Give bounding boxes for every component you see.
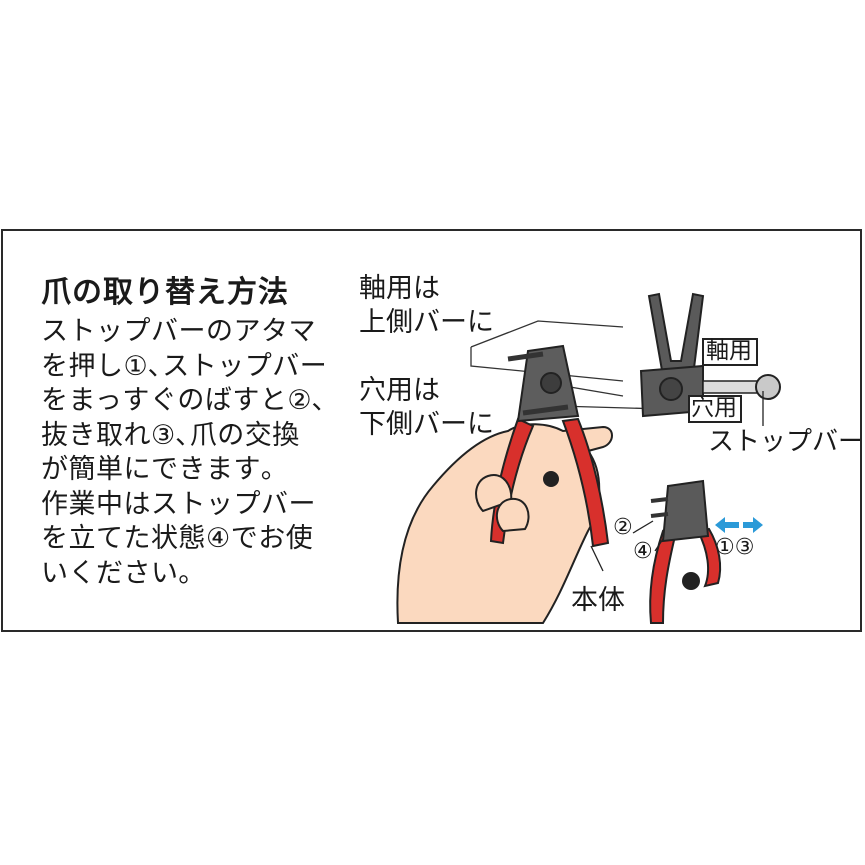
step-4-label: ④ <box>633 539 653 564</box>
instruction-line: いください｡ <box>41 557 193 589</box>
tag-shaft: 軸用 <box>706 338 752 364</box>
instruction-line: 作業中はストップバー <box>41 488 316 520</box>
label-stop-bar: ストップバー <box>708 427 862 457</box>
instruction-line: ストップバーのアタマ <box>41 316 316 347</box>
section-title: 爪の取り替え方法 <box>41 275 289 310</box>
step-2-label: ② <box>613 515 633 540</box>
direction-arrows <box>715 517 763 533</box>
label-body: 本体 <box>571 585 625 616</box>
tag-hole-box <box>688 395 742 423</box>
label-hole-2: 下側バーに <box>359 409 494 440</box>
instruction-line: を押し①､ストップバー <box>41 350 328 382</box>
small-plier <box>649 479 722 624</box>
label-hole-1: 穴用は <box>359 375 440 406</box>
instruction-line: をまっすぐのばすと②､ <box>41 385 327 416</box>
tag-shaft-box <box>702 338 758 366</box>
instruction-panel: 爪の取り替え方法 ストップバーのアタマ を押し①､ストップバー をまっすぐのばす… <box>1 229 862 632</box>
plier-illustration <box>396 292 781 624</box>
instruction-line: が簡単にできます｡ <box>41 454 275 485</box>
jaw-detail <box>639 292 781 426</box>
instruction-text: ストップバーのアタマ を押し①､ストップバー をまっすぐのばすと②､ 抜き取れ③… <box>41 315 341 591</box>
instruction-line: 抜き取れ③､爪の交換 <box>41 419 300 451</box>
step-1-3-label: ①③ <box>715 535 755 560</box>
label-shaft-1: 軸用は <box>359 273 440 304</box>
leader-lines <box>590 520 664 572</box>
instruction-line: を立てた状態④でお使 <box>41 523 314 554</box>
tag-hole: 穴用 <box>691 395 737 421</box>
label-shaft-2: 上側バーに <box>359 307 494 338</box>
